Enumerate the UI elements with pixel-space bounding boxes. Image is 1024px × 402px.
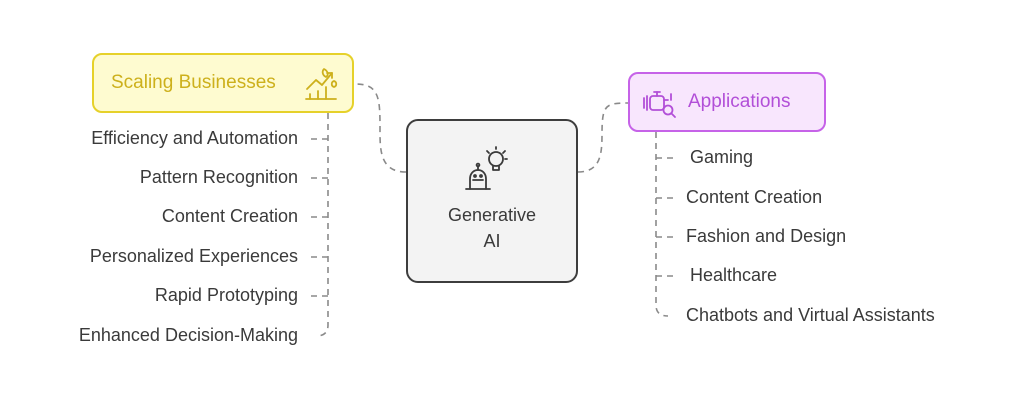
scaling-businesses-title: Scaling Businesses bbox=[111, 72, 276, 93]
left-item-efficiency-automation: Efficiency and Automation bbox=[91, 128, 298, 148]
left-item-rapid-prototyping: Rapid Prototyping bbox=[154, 285, 298, 305]
left-item-pattern-recognition: Pattern Recognition bbox=[139, 167, 298, 187]
generative-ai-node: Generative AI bbox=[406, 119, 578, 283]
left-branch-spine bbox=[315, 113, 329, 337]
connector-center-right bbox=[577, 102, 629, 173]
machine-search-icon bbox=[642, 88, 678, 125]
left-item-enhanced-decision-making: Enhanced Decision-Making bbox=[78, 325, 298, 345]
left-item-personalized-experiences: Personalized Experiences bbox=[89, 246, 298, 266]
applications-node: Applications bbox=[628, 72, 826, 132]
right-item-healthcare: Healthcare bbox=[690, 265, 778, 285]
connector-center-left bbox=[355, 83, 407, 173]
applications-title: Applications bbox=[688, 91, 791, 112]
right-item-chatbots-virtual-assistants: Chatbots and Virtual Assistants bbox=[686, 305, 935, 325]
right-item-gaming: Gaming bbox=[690, 147, 754, 167]
scaling-businesses-node: Scaling Businesses bbox=[92, 53, 354, 113]
center-title-line-2: AI bbox=[483, 231, 501, 251]
right-item-fashion-design: Fashion and Design bbox=[686, 226, 847, 246]
left-item-content-creation: Content Creation bbox=[161, 206, 298, 226]
right-item-content-creation: Content Creation bbox=[686, 187, 823, 207]
generative-ai-title: Generative AI bbox=[448, 202, 536, 254]
right-branch-spine bbox=[655, 132, 669, 317]
center-title-line-1: Generative bbox=[447, 205, 537, 225]
robot-lightbulb-icon bbox=[462, 145, 514, 198]
growth-plant-icon bbox=[302, 65, 340, 108]
